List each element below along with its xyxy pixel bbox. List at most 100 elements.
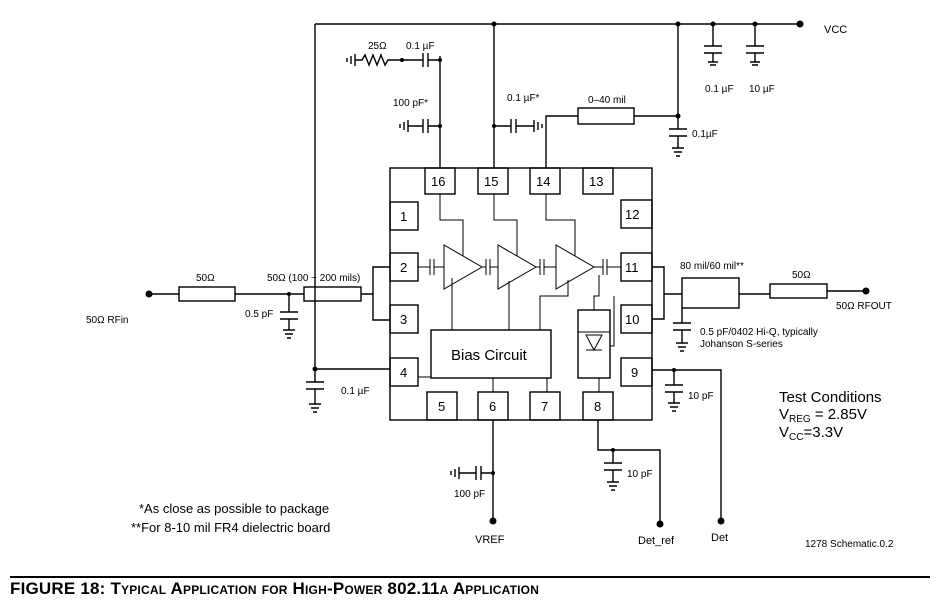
cap-10pf-pin8 (604, 450, 622, 491)
rfout-node (862, 287, 870, 295)
pin-5-label: 5 (438, 399, 445, 414)
bias-feed-3 (539, 280, 569, 330)
res-50-output (769, 283, 828, 299)
pin-6-label: 6 (489, 399, 496, 414)
rf-input-trace (149, 266, 390, 321)
cap-01-right (669, 116, 687, 157)
pin-14 (529, 167, 561, 195)
ground-symbol (346, 54, 356, 66)
pin-12-label: 12 (625, 207, 639, 222)
detector-diode (578, 275, 610, 352)
pin14-trace (545, 115, 678, 168)
pin-13-label: 13 (589, 174, 603, 189)
line-0-40-label: 0–40 mil (588, 95, 626, 106)
vref-node (489, 517, 497, 525)
res-50-input-label: 50Ω (196, 273, 215, 284)
detector-block (577, 309, 611, 379)
cap-100pf-pin6-label: 100 pF (454, 489, 485, 500)
vcc-cap-1 (704, 24, 722, 66)
vcc-cap-2-label: 10 µF (749, 84, 775, 95)
line-50-input (303, 286, 362, 302)
pin-4 (389, 357, 419, 387)
rfin-label: 50Ω RFin (86, 315, 129, 326)
cap-10pf-pin8-label: 10 pF (627, 469, 653, 480)
bias-to-pins-6-7 (492, 378, 548, 392)
vreg-condition: VREG = 2.85V (779, 406, 867, 425)
junction-dot (491, 21, 497, 27)
bias-circuit-label: Bias Circuit (451, 347, 528, 364)
pin-13 (582, 167, 614, 195)
cap-100pf (408, 119, 440, 133)
junction-dot (675, 21, 681, 27)
vcc-label: VCC (824, 24, 847, 36)
interstage-cap-1 (482, 259, 498, 275)
vref-label: VREF (475, 534, 505, 546)
det-ref-trace (597, 420, 661, 521)
detector-side-trace (610, 296, 615, 347)
det-ref-label: Det_ref (638, 535, 675, 547)
pin-9-label: 9 (631, 365, 638, 380)
cap-01-top-label: 0.1 µF (406, 41, 435, 52)
output-cap (594, 259, 621, 275)
ground-symbol (450, 467, 460, 479)
input-cap (418, 259, 444, 275)
pin-7-label: 7 (541, 399, 548, 414)
line-0-40 (577, 107, 635, 125)
cap-10pf-pin9 (665, 370, 683, 412)
cap-01-star-label: 0.1 µF* (507, 93, 540, 104)
junction-dot (400, 58, 404, 62)
pin-8-label: 8 (594, 399, 601, 414)
pin-7 (529, 391, 561, 421)
rf-output-trace (652, 266, 866, 320)
pin-4-label: 4 (400, 365, 407, 380)
cap-hiq (673, 308, 691, 352)
junction-dot (710, 21, 716, 27)
line-80-60 (681, 277, 740, 309)
junction-dot (438, 58, 442, 62)
cap-01-star (494, 119, 543, 133)
cap-05pf-input (280, 294, 298, 339)
pin4-cap (306, 369, 324, 413)
pin-1 (389, 201, 419, 231)
junction-dot (752, 21, 758, 27)
cap-05pf-label: 0.5 pF (245, 309, 273, 320)
pin16-feed (439, 194, 464, 256)
det-label: Det (711, 532, 728, 544)
pin-2-label: 2 (400, 260, 407, 275)
cap-01-right-label: 0.1µF (692, 129, 718, 140)
test-conditions-title: Test Conditions (779, 389, 882, 406)
pin-15 (477, 167, 509, 195)
vcc-node (796, 20, 804, 28)
res-25-cap-branch (355, 53, 440, 67)
pin-5 (426, 391, 458, 421)
pin-3-label: 3 (400, 312, 407, 327)
junction-dot (438, 124, 442, 128)
figure-caption: FIGURE 18: Typical Application for High-… (10, 576, 930, 602)
cap-100pf-pin6 (459, 466, 493, 480)
pin-11-label: 11 (625, 260, 639, 275)
rfout-label: 50Ω RFOUT (836, 301, 892, 312)
pin-15-label: 15 (484, 174, 498, 189)
vcc-condition: VCC=3.3V (779, 424, 843, 443)
pin-16-label: 16 (431, 174, 445, 189)
pin-14-label: 14 (536, 174, 550, 189)
schematic-ref: 1278 Schematic.0.2 (805, 539, 894, 550)
hiq-note-1: 0.5 pF/0402 Hi-Q, typically (700, 327, 818, 338)
pin-12 (620, 199, 653, 229)
line-50-input-label: 50Ω (100 ~ 200 mils) (267, 273, 360, 284)
interstage-cap-2 (536, 259, 556, 275)
det-node (717, 517, 725, 525)
ground-symbol (399, 120, 409, 132)
pin14-feed (545, 194, 576, 256)
res-50-output-label: 50Ω (792, 270, 811, 281)
pin-3 (389, 304, 419, 334)
junction-dot (491, 471, 495, 475)
junction-dot (492, 124, 496, 128)
cap-10pf-pin9-label: 10 pF (688, 391, 714, 402)
cap-100pf-label: 100 pF* (393, 98, 428, 109)
bias-circuit-block (430, 329, 552, 379)
res-50-input (178, 286, 236, 302)
vcc-cap-2 (746, 24, 764, 66)
pin-9 (620, 357, 653, 387)
